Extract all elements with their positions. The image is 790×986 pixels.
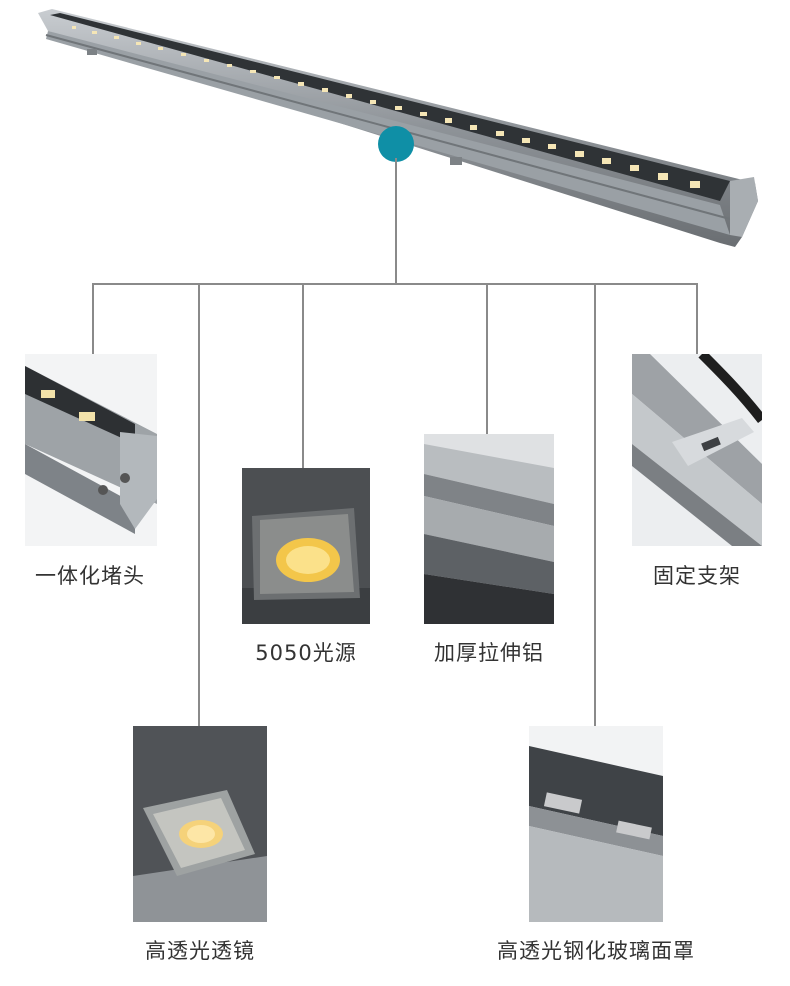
tempered-glass-cover-photo-icon [529,726,663,922]
tempered-glass-cover-photo [529,726,663,922]
feature-label-led-chip: 5050光源 [255,641,357,665]
led-chip-photo-icon [242,468,370,624]
anchor-dot [378,126,414,162]
connector-led-chip [302,283,304,469]
feature-label-bracket: 固定支架 [653,564,741,588]
feature-label-glass-cover: 高透光钢化玻璃面罩 [497,939,695,963]
feature-label-aluminum: 加厚拉伸铝 [434,641,544,665]
end-cap-photo-icon [25,354,157,546]
aluminum-profile-photo-icon [424,434,554,624]
feature-label-lens: 高透光透镜 [145,939,255,963]
aluminum-profile-photo [424,434,554,624]
end-cap-photo [25,354,157,546]
feature-label-end-cap: 一体化堵头 [35,564,145,588]
connector-bracket [696,283,698,355]
mounting-bracket-photo-icon [632,354,762,546]
connector-horizontal [92,283,698,285]
connector-trunk [395,158,397,284]
lens-photo-icon [133,726,267,922]
connector-glass [594,283,596,727]
connector-end-cap [92,283,94,355]
mounting-bracket-photo [632,354,762,546]
connector-aluminum [486,283,488,435]
led-chip-photo [242,468,370,624]
lens-photo [133,726,267,922]
connector-lens [198,283,200,727]
